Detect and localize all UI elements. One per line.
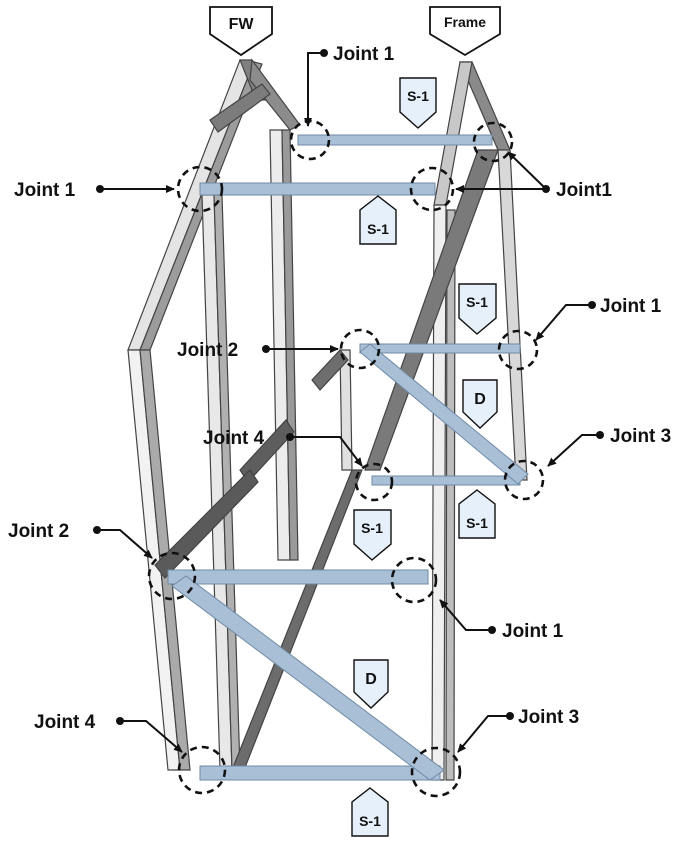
svg-text:S-1: S-1 bbox=[407, 88, 429, 104]
label-joint1-right: Joint1 bbox=[556, 180, 612, 201]
tag-fw-text: FW bbox=[229, 16, 255, 33]
back-frame bbox=[364, 61, 528, 781]
joint-circle-right bbox=[409, 166, 455, 212]
joint-circle-right-lower bbox=[390, 556, 438, 604]
joint-circle-top-right bbox=[472, 121, 514, 163]
tag-s1-top-front: S-1 bbox=[359, 195, 397, 245]
joint-circle-bottom-left bbox=[177, 745, 227, 795]
diagonal-members bbox=[171, 343, 529, 781]
joint-circle-joint4-mid bbox=[354, 462, 394, 502]
tag-fw: FW bbox=[209, 6, 273, 57]
tag-d-front: D bbox=[353, 659, 389, 709]
label-joint2-left: Joint 2 bbox=[8, 521, 69, 542]
tag-d-mid: D bbox=[462, 379, 498, 429]
member-s1-lower-back bbox=[371, 475, 521, 486]
label-joint4-mid: Joint 4 bbox=[203, 428, 265, 449]
joint-circle-mid bbox=[339, 328, 381, 370]
member-s1-top-back bbox=[297, 134, 493, 146]
joint-circle-left-lower bbox=[147, 551, 197, 601]
leader-lines bbox=[93, 49, 604, 753]
member-d-mid bbox=[359, 343, 529, 485]
svg-text:S-1: S-1 bbox=[466, 294, 488, 310]
front-frame bbox=[127, 58, 363, 771]
svg-text:S-1: S-1 bbox=[359, 813, 381, 829]
member-s1-mid-back bbox=[359, 343, 521, 354]
member-tags: S-1 S-1 S-1 D S-1 S-1 D S-1 bbox=[351, 77, 498, 837]
label-joint2-mid: Joint 2 bbox=[177, 340, 238, 361]
joint-circle-bottom-right bbox=[410, 746, 462, 798]
label-joint1-mid-right: Joint 1 bbox=[600, 296, 662, 317]
tag-s1-top-back: S-1 bbox=[399, 77, 437, 129]
label-joint1-top-center: Joint 1 bbox=[333, 44, 395, 65]
label-joint3-mid-right: Joint 3 bbox=[610, 426, 671, 447]
joint-circle-mid-right bbox=[497, 329, 539, 371]
joint-circles bbox=[147, 119, 545, 798]
member-s1-front-mid bbox=[167, 569, 429, 585]
horizontal-members bbox=[167, 134, 521, 781]
svg-text:S-1: S-1 bbox=[466, 515, 488, 531]
joint-circle-joint3-mid bbox=[503, 459, 545, 501]
svg-text:D: D bbox=[474, 391, 486, 408]
svg-text:S-1: S-1 bbox=[361, 520, 383, 536]
label-joint1-lower-right: Joint 1 bbox=[502, 621, 564, 642]
tag-frame: Frame bbox=[429, 6, 501, 57]
label-joint1-left: Joint 1 bbox=[14, 180, 76, 201]
tag-s1-mid-back: S-1 bbox=[458, 283, 497, 335]
frame-structure bbox=[127, 58, 529, 781]
svg-text:D: D bbox=[365, 671, 377, 688]
member-s1-top-front bbox=[199, 182, 436, 196]
member-s1-bottom bbox=[199, 765, 441, 781]
tag-s1-front-mid: S-1 bbox=[353, 509, 392, 561]
member-d-front bbox=[171, 575, 445, 781]
joint-labels: Joint 1 Joint 1 Joint1 Joint 1 Joint 2 J… bbox=[8, 44, 671, 733]
label-joint3-bottom-right: Joint 3 bbox=[518, 707, 579, 728]
svg-text:S-1: S-1 bbox=[367, 221, 389, 237]
tag-s1-bottom: S-1 bbox=[351, 787, 389, 837]
joint-circle-left bbox=[176, 165, 224, 213]
label-joint4-bottom-left: Joint 4 bbox=[34, 712, 96, 733]
tag-frame-text: Frame bbox=[444, 14, 486, 30]
tag-s1-lower-back: S-1 bbox=[458, 489, 496, 539]
